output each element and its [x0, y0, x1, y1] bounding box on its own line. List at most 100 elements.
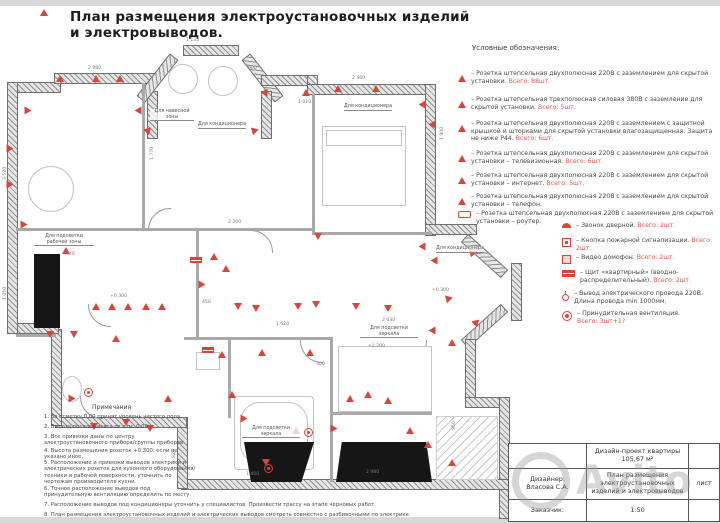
note-item: 6. Точное расположение выводов под прину… [44, 486, 192, 499]
designer-cell: Дизайнер: Власова С.А. [509, 469, 587, 499]
room-callout: Для навесной зоны [150, 109, 194, 122]
interior-wall [330, 337, 333, 482]
wall-segment [307, 84, 435, 95]
room-callout: Для подсветки зеркала [242, 426, 300, 439]
socket-symbol [448, 455, 456, 466]
socket-symbol [68, 394, 80, 403]
title-block-empty-cell [689, 444, 719, 468]
dimension-label: 1 900 [440, 126, 445, 140]
doorbell-icon [562, 223, 571, 228]
legend-item: – Вывод электрического провода 220В. Дли… [562, 290, 718, 305]
wall-segment [465, 397, 509, 408]
socket-internet-icon [458, 173, 466, 184]
note-item: 2. Высота потолка взята от отм. 0.00. [44, 424, 150, 430]
title-block-row: Заказчик: 1:50 [509, 500, 719, 521]
interior-wall [16, 228, 144, 231]
socket-symbol [334, 81, 342, 92]
socket-symbol [6, 144, 18, 153]
video-intercom-icon [562, 255, 571, 264]
socket-symbol [302, 85, 310, 96]
socket-symbol [424, 437, 432, 448]
note-item: 4. Высота размещения розеток +0.300, есл… [44, 448, 178, 461]
dimension-label: 1 010 [298, 100, 312, 105]
socket-symbol [312, 301, 320, 312]
wall-segment [177, 417, 188, 489]
legend-item: – Щит «квартирный» (вводно-распределител… [562, 269, 718, 284]
legend-title: Условные обозначения: [472, 44, 560, 52]
legend-item: – Розетка штепсельная двухполюсная 220В … [458, 120, 716, 143]
legend-item-label: – Розетка штепсельная двухполюсная 220В … [471, 120, 713, 143]
top-margin [0, 0, 720, 6]
legend-item: – Кнопка пожарной сигнализации. Всего: 2… [562, 237, 718, 252]
dimension-label: 2 980 [88, 66, 102, 71]
vent-symbol [304, 428, 313, 437]
wall-segment [7, 82, 61, 93]
wall-segment [51, 329, 62, 426]
dimension-label: 950 [452, 421, 457, 430]
legend-item: – Розетка штепсельная двухполюсная 220В … [458, 172, 716, 187]
socket-symbol [352, 303, 360, 314]
socket-symbol [424, 120, 436, 129]
legend-item: – Видео домофон. Всего: 2шт. [562, 254, 718, 264]
socket-symbol [234, 303, 242, 314]
note-item: 5. Расположение и привязки выводов элект… [44, 460, 196, 486]
room-callout: Для подсветки рабочей зоны [34, 234, 94, 247]
socket-symbol [46, 331, 54, 342]
legend-item: – Розетка штепсельная двухполюсная 220В … [458, 150, 716, 165]
wall-segment [7, 323, 59, 334]
legend-item-label: – Розетка штепсельная двухполюсная 220В … [471, 193, 709, 208]
legend-item-label: – Розетка штепсельная двухполюсная 220В … [471, 172, 709, 187]
vent-symbol [264, 464, 273, 473]
socket-symbol [424, 326, 436, 335]
socket-symbol [414, 100, 426, 109]
socket-symbol [252, 305, 260, 316]
interior-wall [16, 334, 56, 337]
socket-symbol [240, 414, 252, 423]
socket-symbol [258, 345, 266, 356]
socket-symbol [228, 387, 236, 398]
socket-symbol [384, 393, 392, 404]
vent-symbol [84, 388, 93, 397]
bed-pillows [326, 130, 402, 146]
bottom-margin [0, 517, 720, 523]
interior-wall [184, 337, 332, 340]
dimension-label: 300 [316, 362, 325, 367]
legend-item-label: – Розетка штепсельная двухполюсная 220В … [471, 150, 709, 165]
notes-title: Примечания [92, 404, 132, 411]
wardrobe-shelving [436, 416, 498, 480]
wall-segment [54, 73, 156, 84]
socket-symbol [222, 261, 230, 272]
kitchen-counter [34, 254, 60, 328]
note-item: 7. Расположение выводов под кондиционеры… [44, 502, 376, 508]
room-callout: Для кондиционера [436, 246, 485, 253]
dimension-label: 1 135 [186, 38, 200, 43]
socket-symbol [62, 243, 70, 254]
socket-symbol [256, 88, 268, 97]
bay-wall [511, 263, 522, 321]
dimension-label: 1 620 [276, 322, 290, 327]
socket-symbol [56, 71, 64, 82]
socket-symbol [346, 391, 354, 402]
interior-wall [144, 228, 314, 231]
note-item: 8. План размещения электроустановочных и… [44, 512, 411, 518]
socket-symbol [198, 280, 210, 289]
round-table [28, 166, 74, 212]
wall-segment [181, 479, 509, 490]
title-block: Дизайн-проект квартиры 105,67 м² Дизайне… [508, 443, 720, 522]
interior-wall [332, 412, 432, 415]
wall-segment [425, 224, 477, 235]
socket-symbol [426, 256, 438, 265]
socket-symbol [20, 220, 32, 229]
wall-segment [465, 339, 476, 406]
dimension-label: +0.300 [432, 288, 450, 293]
title-block-empty-cell [689, 500, 719, 521]
door-arc [250, 230, 273, 253]
socket-symbol [92, 71, 100, 82]
wall-segment [499, 397, 510, 519]
socket-symbol [70, 331, 78, 342]
wall-segment [425, 84, 436, 236]
interior-wall [196, 231, 199, 337]
socket-symbol [6, 180, 18, 189]
socket-phone-icon [458, 194, 466, 205]
